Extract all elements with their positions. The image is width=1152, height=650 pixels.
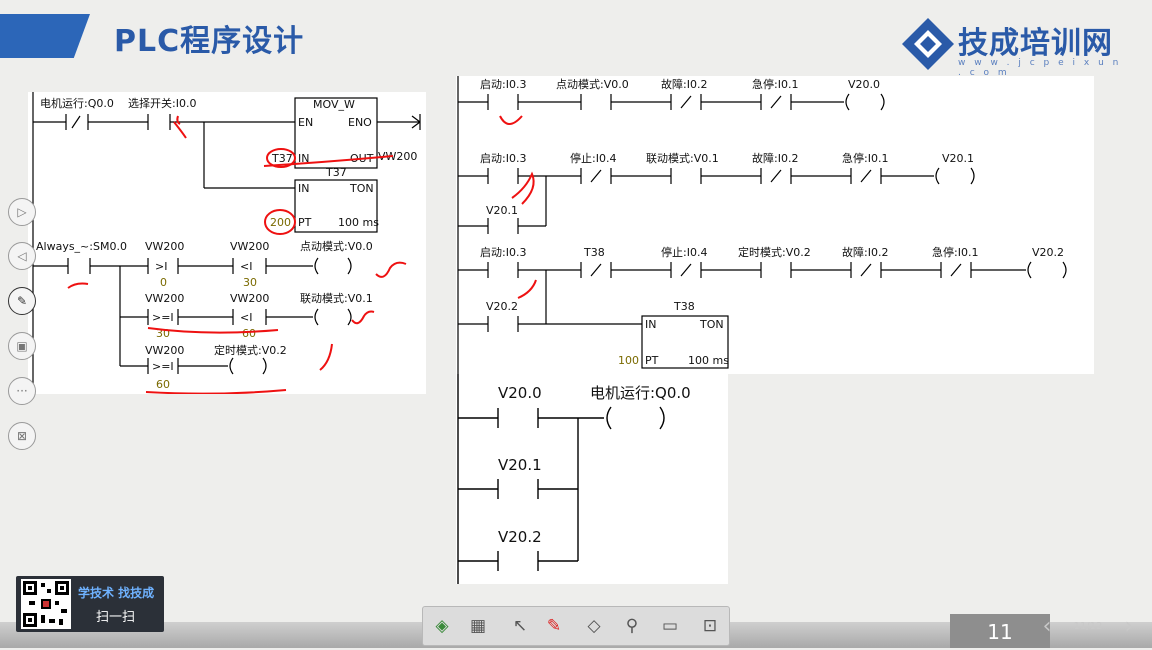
play-forward-icon[interactable]: ▷ [8, 198, 36, 226]
ladder-panel-left: 电机运行:Q0.0 选择开关:I0.0 MOV_W EN ENO T37 IN … [28, 92, 426, 394]
start-label-2: 启动:I0.3 [480, 152, 526, 165]
header-accent-bar [0, 14, 90, 58]
v202-contact-label: V20.2 [498, 528, 542, 546]
motor-run-label: 电机运行:Q0.0 [40, 96, 114, 110]
link-mode-label: 联动模式:V0.1 [646, 152, 719, 165]
t38-block-name: T38 [673, 300, 695, 313]
zoom-icon[interactable]: ⚲ [625, 616, 639, 636]
timer-mode-coil-label: 定时模式:V0.2 [214, 343, 287, 357]
eraser-icon[interactable]: ◇ [587, 616, 601, 636]
estop-label-1: 急停:I0.1 [752, 77, 798, 91]
stop-label-3: 停止:I0.4 [661, 245, 707, 259]
estop-label-3: 急停:I0.1 [932, 245, 978, 259]
compare-2b-op: <I [240, 311, 252, 324]
diamond-logo-icon [902, 18, 954, 70]
t38-pt-value: 100 [618, 354, 639, 367]
ladder-panel-right: 启动:I0.3 点动模式:V0.0 故障:I0.2 急停:I0.1 V20.0 … [456, 76, 1094, 374]
whiteboard-icon[interactable]: ▭ [661, 616, 679, 636]
compare-1b-op: <I [240, 260, 252, 273]
logo-name: 技成培训网 [958, 26, 1113, 61]
qr-slogan: 学技术 找技成 [78, 586, 155, 600]
v201-contact-label: V20.1 [498, 456, 542, 474]
compare-1a-value: 0 [160, 276, 167, 289]
t38-resolution: 100 ms [688, 354, 729, 367]
presentation-toolbar: ◈ ▦ ↖ ✎ ◇ ⚲ ▭ ⊡ [422, 606, 730, 646]
prev-page-icon[interactable]: ‹ [1042, 614, 1052, 639]
estop-label-2: 急停:I0.1 [842, 151, 888, 165]
v200-coil-label: V20.0 [848, 78, 880, 91]
red-annotation-marks [67, 115, 407, 394]
brand-logo: 技成培训网 w w w . j c p e i x u n . c o m [900, 16, 1130, 78]
mov-in-label: IN [298, 152, 309, 165]
v202-latch-label: V20.2 [486, 300, 518, 313]
compare-3-op: >=I [152, 360, 174, 373]
qr-panel: 学技术 找技成 扫一扫 [16, 576, 164, 632]
mov-en: EN [298, 116, 313, 129]
t38-contact-label: T38 [583, 246, 605, 259]
v202-coil-label: V20.2 [1032, 246, 1064, 259]
compare-2b-operand: VW200 [230, 292, 269, 305]
ladder-panel-bottom: V20.0 电机运行:Q0.0 V20.1 V20.2 [456, 374, 728, 584]
v201-latch-label: V20.1 [486, 204, 518, 217]
t38-ton-label: TON [699, 318, 724, 331]
mov-block-title: MOV_W [313, 98, 355, 111]
compare-2a-op: >=I [152, 311, 174, 324]
mov-eno: ENO [348, 116, 372, 129]
jog-mode-label: 点动模式:V0.0 [556, 78, 629, 91]
qr-scan-text: 扫一扫 [96, 610, 136, 625]
t37-name: T37 [325, 166, 347, 179]
more-icon[interactable]: ··· [8, 377, 36, 405]
fault-label-1: 故障:I0.2 [661, 77, 707, 91]
logo-url: w w w . j c p e i x u n . c o m [958, 58, 1122, 78]
always-on-label: Always_~:SM0.0 [36, 240, 127, 253]
screen-off-icon[interactable]: ⊠ [8, 422, 36, 450]
page-indicator: 11/12 [1073, 621, 1103, 632]
t38-pt-label: PT [645, 354, 659, 367]
pen-tool-icon[interactable]: ✎ [8, 287, 36, 315]
v201-coil-label: V20.1 [942, 152, 974, 165]
timer-mode-label: 定时模式:V0.2 [738, 245, 811, 259]
compare-3-value: 60 [156, 378, 170, 391]
play-back-icon[interactable]: ◁ [8, 242, 36, 270]
stop-label-2: 停止:I0.4 [570, 151, 616, 165]
link-mode-coil-label: 联动模式:V0.1 [300, 292, 373, 305]
compare-1b-value: 30 [243, 276, 257, 289]
motor-run-coil-label: 电机运行:Q0.0 [590, 384, 691, 402]
page-number: 11 [950, 614, 1050, 648]
t38-in-label: IN [645, 318, 656, 331]
screen-capture-icon[interactable]: ▣ [8, 332, 36, 360]
pen-icon[interactable]: ✎ [546, 616, 562, 636]
compare-1b-operand: VW200 [230, 240, 269, 253]
compare-3-operand: VW200 [145, 344, 184, 357]
ton-pt-label: PT [298, 216, 312, 229]
select-switch-label: 选择开关:I0.0 [128, 96, 196, 110]
slide-title: PLC程序设计 [114, 24, 305, 59]
qr-code-icon [21, 579, 71, 629]
compare-1a-operand: VW200 [145, 240, 184, 253]
compare-1a-op: >I [155, 260, 167, 273]
compare-2a-operand: VW200 [145, 292, 184, 305]
mov-out-value: VW200 [378, 150, 417, 163]
v200-contact-label: V20.0 [498, 384, 542, 402]
grid-icon[interactable]: ▦ [469, 616, 487, 636]
mov-in-value: T37 [271, 152, 293, 165]
red-annotation-marks-right [499, 115, 537, 299]
ton-label: TON [349, 182, 374, 195]
ton-pt-value: 200 [270, 216, 291, 229]
jog-mode-coil-label: 点动模式:V0.0 [300, 240, 373, 253]
ton-in-label: IN [298, 182, 309, 195]
compare-2b-value: 60 [242, 327, 256, 340]
record-icon[interactable]: ◈ [435, 616, 449, 636]
fault-label-3: 故障:I0.2 [842, 245, 888, 259]
ton-resolution: 100 ms [338, 216, 379, 229]
start-label-1: 启动:I0.3 [480, 78, 526, 91]
pointer-icon[interactable]: ↖ [512, 616, 528, 636]
start-label-3: 启动:I0.3 [480, 246, 526, 259]
presenter-icon[interactable]: ⊡ [702, 616, 718, 636]
fault-label-2: 故障:I0.2 [752, 151, 798, 165]
next-page-icon[interactable]: › [1124, 614, 1134, 639]
